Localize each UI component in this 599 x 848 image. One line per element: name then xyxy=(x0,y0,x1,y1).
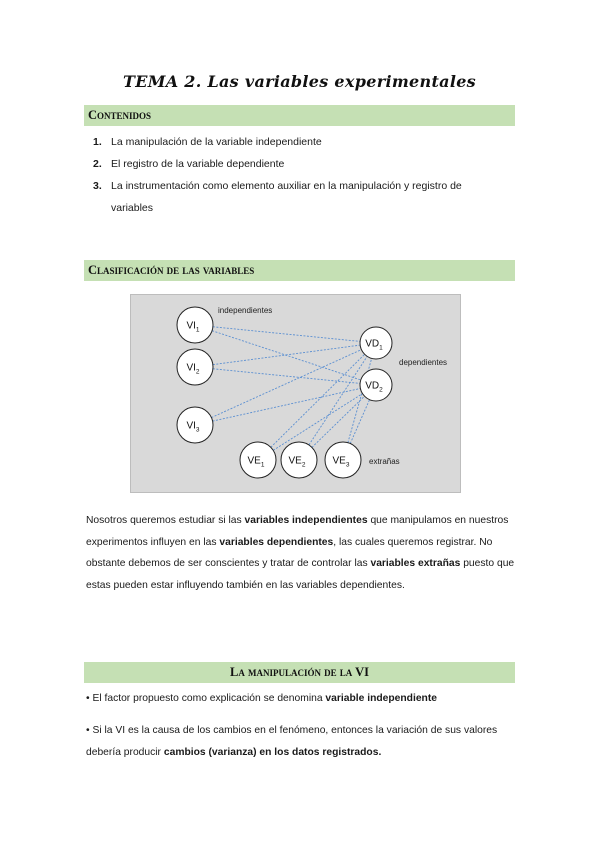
label-extranas: extrañas xyxy=(369,457,400,466)
bullet-item: • El factor propuesto como explicación s… xyxy=(86,688,516,710)
vd-node-circle xyxy=(359,368,393,402)
section-header-manipulacion: La manipulación de la VI xyxy=(84,662,515,683)
list-item: 1. La manipulación de la variable indepe… xyxy=(84,131,504,153)
arrow-line xyxy=(212,326,361,342)
vi-node-circle xyxy=(176,348,214,386)
vi-node-circle xyxy=(176,306,214,344)
section-header-contenidos: Contenidos xyxy=(84,105,515,126)
list-item: 2. El registro de la variable dependient… xyxy=(84,153,504,175)
arrow-line xyxy=(272,393,363,451)
arrow-line xyxy=(211,349,362,418)
ve-node-label: VE1 xyxy=(248,456,265,469)
ve-node-circle xyxy=(280,441,318,479)
ve-node-circle xyxy=(324,441,362,479)
section-header-clasificacion: Clasificación de las variables xyxy=(84,260,515,281)
arrow-line xyxy=(212,388,361,422)
bold-term: variable independiente xyxy=(325,693,438,704)
arrow-line xyxy=(311,395,365,448)
bold-term: cambios (varianza) en los datos registra… xyxy=(163,746,382,758)
list-item-text: La instrumentación como elemento auxilia… xyxy=(111,180,462,214)
list-item-number: 1. xyxy=(93,136,102,148)
arrow-line xyxy=(212,368,361,384)
ve-node-label: VE2 xyxy=(289,456,306,469)
bullet-item: • Si la VI es la causa de los cambios en… xyxy=(86,720,516,763)
vi-node-label: VI2 xyxy=(186,363,199,376)
arrow-line xyxy=(349,399,370,444)
bold-term: variables independientes xyxy=(244,515,368,526)
list-item-number: 2. xyxy=(93,158,102,170)
text-span: , las cuales queremos registrar. No obst… xyxy=(86,536,493,570)
list-item-text: La manipulación de la variable independi… xyxy=(111,136,322,148)
contents-list: 1. La manipulación de la variable indepe… xyxy=(84,131,504,219)
ve-node-circle xyxy=(239,441,277,479)
bold-term: variables extrañas xyxy=(370,558,461,569)
vi-node-label: VI3 xyxy=(186,421,199,434)
arrow-line xyxy=(270,353,365,448)
text-span: • El factor propuesto como explicación s… xyxy=(86,693,326,704)
vd-node-label: VD1 xyxy=(365,339,383,352)
vi-node-circle xyxy=(176,406,214,444)
ve-node-label: VE3 xyxy=(333,456,350,469)
label-independientes: independientes xyxy=(218,306,272,315)
list-item-number: 3. xyxy=(93,180,102,192)
vd-node-circle xyxy=(359,326,393,360)
arrow-line xyxy=(212,344,361,366)
text-span: puesto que estas pueden estar influyendo… xyxy=(86,558,515,591)
vd-node-label: VD2 xyxy=(365,381,383,394)
paragraph-variables: Nosotros queremos estudiar si las variab… xyxy=(86,510,516,596)
list-item-text: El registro de la variable dependiente xyxy=(111,158,285,170)
label-dependientes: dependientes xyxy=(399,358,447,367)
text-span: • Si la VI es la causa de los cambios en… xyxy=(86,725,498,758)
arrow-line xyxy=(308,356,368,446)
vi-node-label: VI1 xyxy=(186,321,199,334)
list-item: 3. La instrumentación como elemento auxi… xyxy=(84,175,504,219)
text-span: que manipulamos en nuestros experimentos… xyxy=(86,515,509,548)
text-span: Nosotros queremos estudiar si las xyxy=(86,515,245,526)
page-title: TEMA 2. Las variables experimentales xyxy=(123,72,476,91)
arrow-line xyxy=(347,358,373,443)
bold-term: variables dependientes xyxy=(219,536,334,548)
